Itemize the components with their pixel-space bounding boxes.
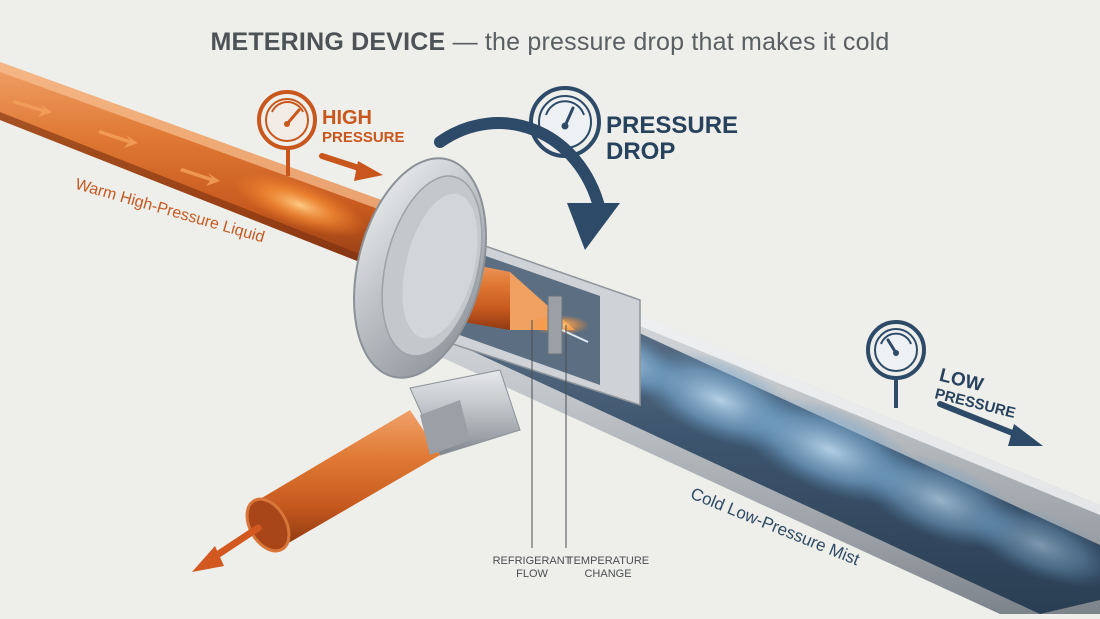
temperature-change-line1: TEMPERATURE xyxy=(566,555,650,567)
pressure-drop-curved-arrow-icon xyxy=(434,117,620,250)
callout-leader-lines xyxy=(531,320,567,548)
valve-flange xyxy=(353,157,487,379)
high-pressure-line1: HIGH xyxy=(322,107,372,129)
low-pressure-gauge-icon xyxy=(866,320,926,408)
refrigerant-flow-callout: REFRIGERANT FLOW xyxy=(478,555,586,580)
inlet-flow-arrows xyxy=(12,100,220,186)
title-rest: — the pressure drop that makes it cold xyxy=(445,28,890,56)
pressure-drop-line1: PRESSURE xyxy=(606,112,739,139)
copper-inlet-pipe xyxy=(0,62,395,270)
high-pressure-arrow-icon xyxy=(319,153,383,181)
refrigerant-flow-line1: REFRIGERANT xyxy=(492,555,572,567)
lower-copper-outlet xyxy=(245,369,521,553)
refrigerant-flow-line2: FLOW xyxy=(516,567,548,580)
outlet-flow-arrow-icon xyxy=(192,524,262,572)
temperature-change-callout: TEMPERATURE CHANGE xyxy=(548,555,668,580)
temperature-change-line2: CHANGE xyxy=(584,567,632,580)
title-strong: METERING DEVICE xyxy=(210,28,446,56)
high-pressure-line2: PRESSURE xyxy=(322,129,405,146)
pressure-drop-line2: DROP xyxy=(606,138,676,165)
high-pressure-label: HIGH PRESSURE xyxy=(322,108,405,145)
high-pressure-gauge-icon xyxy=(257,90,317,176)
pressure-drop-label: PRESSURE DROP xyxy=(606,114,738,164)
low-pressure-arrow-icon xyxy=(937,401,1043,446)
page-title: METERING DEVICE — the pressure drop that… xyxy=(0,28,1100,57)
